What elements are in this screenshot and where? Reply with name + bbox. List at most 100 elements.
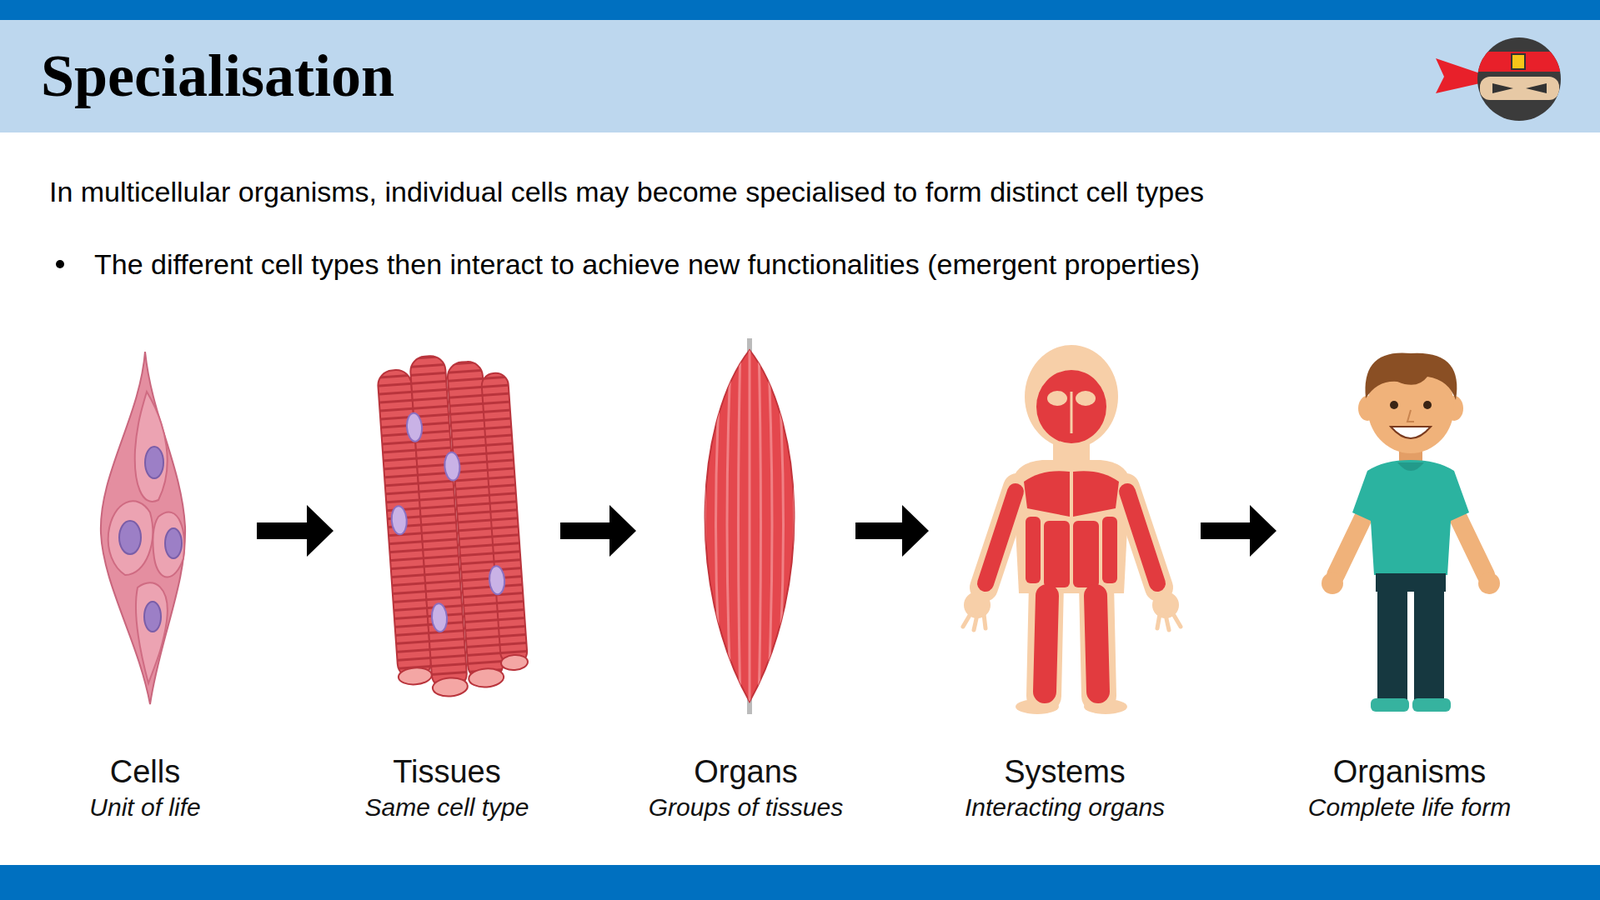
ninja-icon bbox=[1475, 51, 1568, 101]
muscular-system bbox=[1043, 583, 1047, 697]
cell-cluster bbox=[165, 528, 182, 559]
muscle-organ bbox=[786, 346, 795, 705]
muscular-system bbox=[1023, 370, 1119, 588]
muscular-system bbox=[983, 614, 986, 629]
flow-arrow bbox=[855, 505, 929, 557]
ninja-icon bbox=[1525, 83, 1547, 94]
stage-column: TissuesSame cell type bbox=[333, 337, 561, 830]
muscle-organ bbox=[795, 346, 807, 705]
stage-column: OrgansGroups of tissues bbox=[636, 337, 856, 830]
boy-figure bbox=[1407, 410, 1415, 422]
muscle-organ bbox=[682, 346, 695, 705]
boy-figure bbox=[1352, 460, 1470, 576]
boy-figure bbox=[1390, 426, 1431, 439]
cell-cluster bbox=[145, 446, 164, 479]
muscular-system bbox=[1172, 612, 1181, 627]
top-bar bbox=[0, 0, 1600, 21]
boy-figure bbox=[1370, 698, 1410, 713]
stage-description: Groups of tissues bbox=[648, 791, 843, 825]
muscle-fibres bbox=[500, 654, 528, 672]
flow-arrow bbox=[256, 505, 334, 557]
muscular-system bbox=[1015, 699, 1059, 715]
muscle-organ bbox=[767, 346, 773, 705]
muscle-fibres bbox=[431, 677, 468, 698]
muscular-system bbox=[963, 612, 972, 627]
muscle-fibres bbox=[391, 506, 408, 536]
ninja-icon bbox=[1477, 37, 1561, 121]
muscular-system bbox=[1165, 615, 1169, 631]
bottom-bar bbox=[0, 865, 1600, 900]
boy-figure bbox=[1389, 401, 1399, 410]
stage-column: SystemsInteracting organs bbox=[928, 337, 1201, 830]
stage-description: Interacting organs bbox=[964, 791, 1165, 825]
muscular-system bbox=[963, 612, 1181, 631]
cell-cluster bbox=[108, 501, 153, 576]
muscle-fibres bbox=[467, 667, 504, 689]
boy-figure bbox=[1364, 352, 1457, 401]
muscular-system bbox=[1096, 583, 1099, 697]
muscular-system bbox=[1036, 370, 1107, 444]
muscle-organ bbox=[693, 346, 705, 705]
boy-figure bbox=[1321, 572, 1344, 595]
ninja-icon bbox=[1435, 58, 1480, 94]
muscle-organ bbox=[804, 346, 818, 705]
muscle-fibres bbox=[481, 372, 528, 666]
muscle-organ bbox=[738, 346, 742, 705]
stage-name: Cells bbox=[110, 752, 181, 792]
cell-cluster bbox=[144, 601, 161, 632]
muscular-system bbox=[1127, 491, 1158, 584]
muscle-organ bbox=[777, 346, 784, 705]
ninja-icon bbox=[1511, 54, 1525, 70]
stage-name: Systems bbox=[1003, 752, 1126, 792]
muscular-system bbox=[1025, 516, 1041, 584]
cell-cluster bbox=[135, 391, 168, 502]
cell-cluster bbox=[100, 351, 186, 705]
muscle-organ bbox=[716, 346, 723, 705]
stage-name: Organisms bbox=[1333, 752, 1487, 792]
cell-cluster bbox=[135, 582, 168, 684]
muscle-organ bbox=[704, 346, 713, 705]
muscular-system bbox=[985, 491, 1016, 584]
muscular-system bbox=[1047, 391, 1068, 407]
muscle-fibres bbox=[431, 603, 448, 633]
muscle-organ bbox=[682, 338, 818, 715]
boy-figure bbox=[1412, 698, 1451, 713]
boy-figure bbox=[1397, 462, 1425, 472]
muscular-system bbox=[1125, 487, 1159, 588]
stage-column: OrganismsComplete life form bbox=[1276, 337, 1543, 830]
stage-description: Same cell type bbox=[365, 791, 530, 825]
muscle-fibres bbox=[397, 667, 432, 687]
slide-title: Specialisation bbox=[40, 20, 395, 133]
muscular-system bbox=[963, 345, 1181, 715]
cell-cluster bbox=[152, 512, 185, 578]
muscle-fibres bbox=[488, 566, 506, 596]
boy-figure bbox=[1423, 401, 1432, 410]
stage-name: Organs bbox=[693, 752, 798, 792]
boy-figure bbox=[1377, 583, 1408, 701]
stage-description: Unit of life bbox=[89, 791, 201, 825]
muscle-organ bbox=[748, 346, 752, 705]
header-band bbox=[0, 20, 1600, 133]
ninja-icon bbox=[1492, 83, 1514, 94]
muscular-system bbox=[1043, 521, 1070, 588]
ninja-icon bbox=[1475, 51, 1568, 72]
muscle-organ bbox=[758, 346, 762, 705]
bullet-dot bbox=[55, 260, 65, 269]
muscular-system bbox=[1070, 521, 1074, 588]
muscle-organ bbox=[727, 346, 732, 705]
muscle-fibres bbox=[406, 412, 423, 442]
stage-name: Tissues bbox=[392, 752, 502, 792]
muscle-fibres bbox=[376, 351, 530, 701]
muscular-system bbox=[973, 615, 978, 631]
muscle-organ bbox=[682, 346, 818, 705]
intro-text: In multicellular organisms, individual c… bbox=[49, 173, 1204, 211]
muscular-system bbox=[1095, 596, 1099, 693]
stage-column: CellsUnit of life bbox=[33, 337, 257, 830]
muscular-system bbox=[1102, 516, 1118, 584]
muscular-system bbox=[1013, 460, 1130, 594]
muscular-system bbox=[1070, 391, 1074, 434]
ninja-icon bbox=[1435, 37, 1568, 121]
ninja-icon bbox=[1479, 76, 1560, 101]
muscular-system bbox=[985, 491, 1158, 693]
stage-description: Complete life form bbox=[1308, 791, 1511, 825]
